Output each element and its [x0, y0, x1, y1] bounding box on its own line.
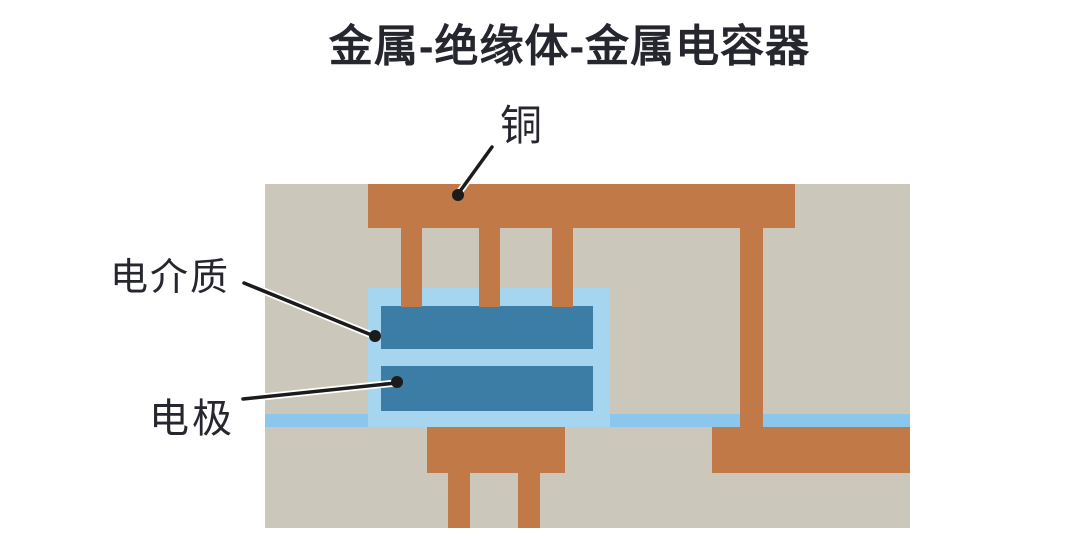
copper-pedestal-leg-2 — [518, 473, 540, 528]
lower-electrode-plate — [381, 366, 593, 411]
copper-top-bar — [368, 184, 795, 228]
copper-via-1 — [401, 228, 422, 307]
copper-bottom-right-bar — [712, 427, 910, 473]
copper-label: 铜 — [500, 102, 543, 149]
copper-via-3 — [552, 228, 573, 307]
dielectric-label: 电介质 — [110, 257, 231, 299]
electrode-label: 电极 — [149, 397, 235, 441]
figure-title: 金属-绝缘体-金属电容器 — [328, 22, 811, 71]
copper-via-2 — [479, 228, 500, 307]
copper-right-column — [740, 228, 763, 427]
upper-electrode-plate — [381, 306, 593, 349]
copper-pedestal-leg-1 — [448, 473, 470, 528]
copper-bottom-pedestal — [427, 427, 565, 473]
